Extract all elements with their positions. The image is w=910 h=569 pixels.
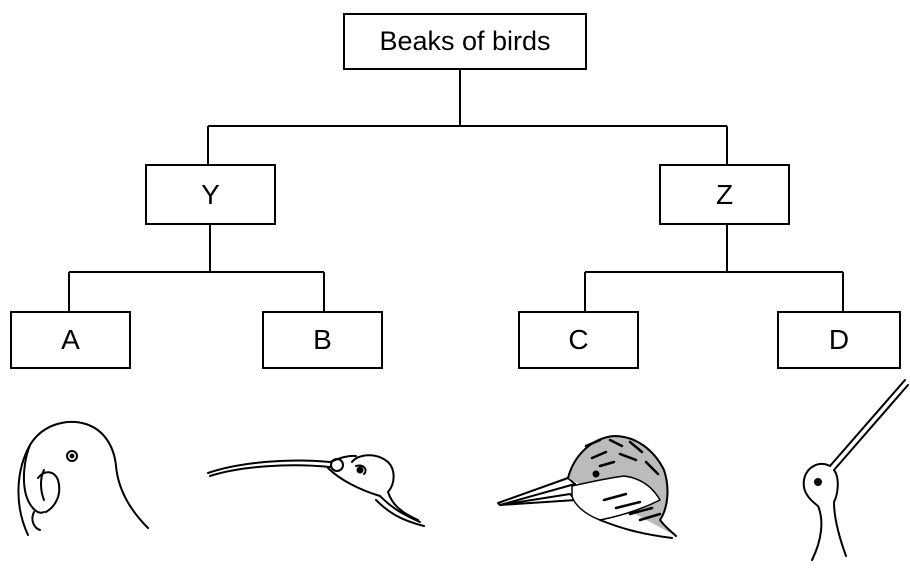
node-d-label: D: [828, 324, 850, 355]
node-z-label: Z: [715, 178, 734, 210]
node-c-label: C: [568, 324, 589, 355]
snipe-head-icon: [802, 379, 909, 561]
node-a: A: [10, 311, 131, 369]
curlew-head-icon: [207, 454, 425, 527]
node-a-label: A: [61, 324, 80, 355]
node-c: C: [518, 311, 639, 369]
node-b: B: [262, 311, 383, 369]
node-y: Y: [145, 164, 276, 225]
node-z: Z: [659, 164, 790, 225]
node-d: D: [777, 311, 901, 369]
kingfisher-head-icon: [497, 435, 677, 539]
root-label: Beaks of birds: [379, 26, 551, 56]
node-y-label: Y: [201, 178, 220, 210]
root-node: Beaks of birds: [343, 13, 587, 70]
parrot-head-icon: [17, 420, 149, 536]
node-b-label: B: [313, 324, 332, 355]
